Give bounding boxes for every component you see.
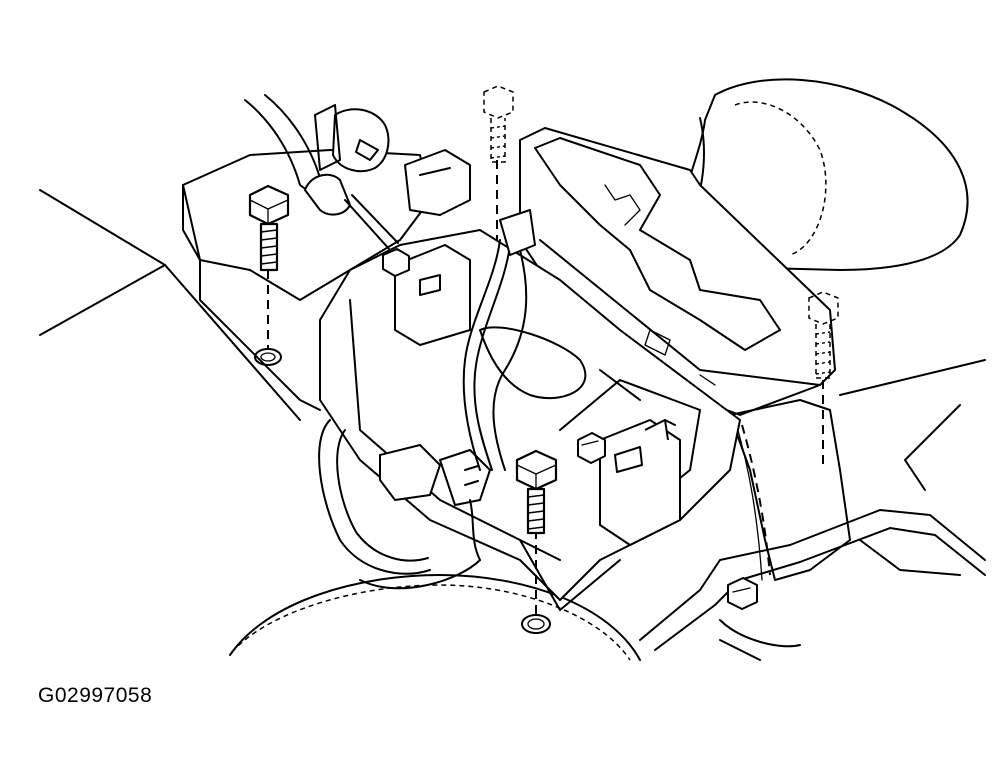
bolt-right-hidden [808, 291, 839, 379]
shift-slider-band [729, 399, 851, 581]
bolt-hole-bottom [521, 614, 551, 634]
console-floor-outline [39, 189, 986, 491]
selector-sensor-block [599, 419, 681, 546]
bolt-left [248, 184, 290, 272]
lower-mounting-bracket [639, 509, 986, 661]
shift-lock-solenoid [394, 149, 471, 346]
bolt-hole-left [254, 348, 282, 366]
harness-bracket [318, 419, 481, 590]
mounting-nut-left [382, 248, 410, 277]
mounting-nut-center [577, 432, 606, 464]
shift-cable [244, 94, 399, 251]
console-opening [229, 574, 641, 661]
bolt-center [515, 449, 558, 535]
installation-guide-lines [267, 160, 824, 615]
wiring-harness [379, 209, 536, 561]
bolt-top-hidden [483, 85, 514, 163]
mounting-nut-lower-right [727, 577, 758, 610]
figure-id-label: G02997058 [38, 684, 153, 707]
